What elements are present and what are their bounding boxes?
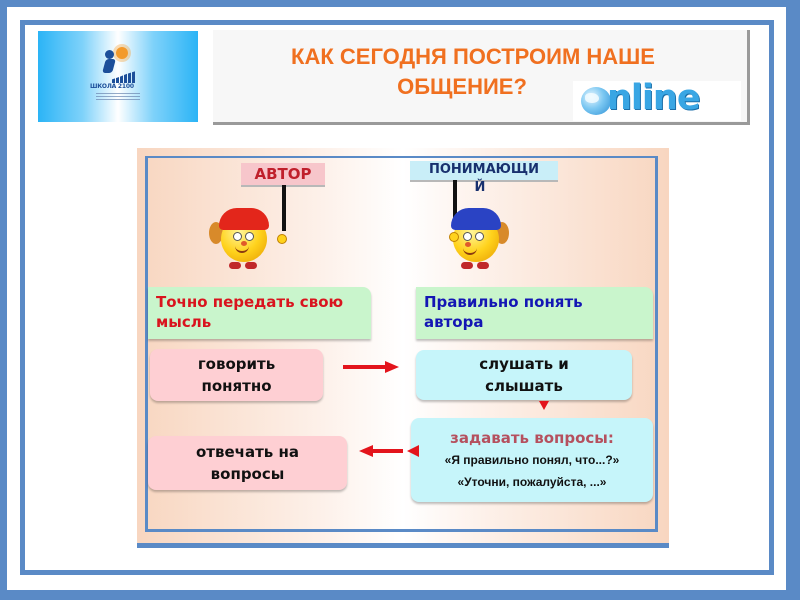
listen-and-hear-label: слушать и слышать (479, 355, 569, 395)
answer-questions-label: отвечать на вопросы (196, 443, 299, 483)
answer-questions-card: отвечать на вопросы (148, 436, 347, 490)
child-body-icon (102, 59, 116, 73)
globe-icon (581, 87, 611, 115)
ask-questions-card: задавать вопросы: «Я правильно понял, чт… (411, 418, 653, 502)
author-sign-pole (282, 185, 286, 231)
speak-clearly-label: говорить понятно (197, 355, 276, 395)
logo-subtitle (96, 93, 140, 102)
title-box: КАК СЕГОДНЯ ПОСТРОИМ НАШЕ ОБЩЕНИЕ? nline (213, 30, 750, 125)
slide-title-line2: ОБЩЕНИЕ? (397, 74, 527, 99)
child-head-icon (105, 50, 114, 59)
ask-quote-2: «Уточни, пожалуйста, ...» (457, 475, 607, 489)
listener-goal-card: Правильно понять автора (416, 287, 653, 339)
arrow-down-icon (539, 401, 549, 410)
arrow-left-icon (359, 445, 419, 457)
blue-cap (451, 208, 501, 230)
communication-diagram: АВТОР ПОНИМАЮЩИ Й Точно передать свою мы… (137, 148, 669, 548)
ask-quote-1: «Я правильно понял, что...?» (444, 453, 620, 467)
red-cap (219, 208, 269, 230)
school-2100-logo: ШКОЛА 2100 (38, 31, 198, 122)
logo-text: ШКОЛА 2100 (90, 83, 134, 90)
sun-icon (116, 47, 128, 59)
listen-and-hear-card: слушать и слышать (416, 350, 632, 400)
listener-character-icon (439, 198, 509, 278)
online-word: nline (607, 78, 701, 118)
steps-icon (112, 71, 136, 83)
listener-sign-wrap: Й (474, 180, 486, 195)
author-sign: АВТОР (241, 163, 325, 185)
listener-sign-pole (453, 180, 457, 228)
author-goal-card: Точно передать свою мысль (148, 287, 371, 339)
online-logo: nline (573, 78, 741, 121)
author-character-icon (207, 198, 287, 278)
arrow-right-icon (343, 361, 399, 373)
slide-title: КАК СЕГОДНЯ ПОСТРОИМ НАШЕ ОБЩЕНИЕ? (213, 42, 733, 102)
listener-sign: ПОНИМАЮЩИ (410, 161, 558, 180)
diagram-border (145, 156, 658, 532)
slide-title-line1: КАК СЕГОДНЯ ПОСТРОИМ НАШЕ (291, 44, 655, 69)
speak-clearly-card: говорить понятно (150, 349, 323, 401)
ask-questions-title: задавать вопросы: (450, 429, 614, 447)
